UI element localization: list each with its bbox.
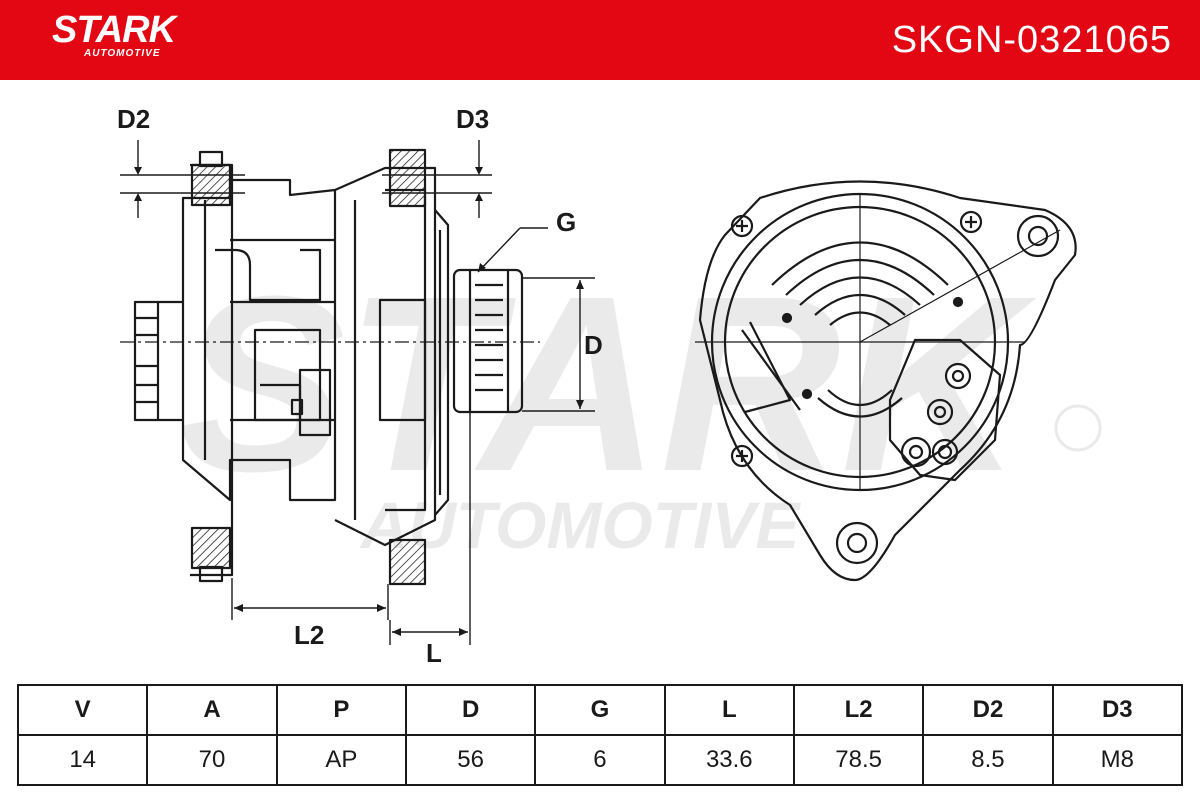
header-bar: STARK AUTOMOTIVE SKGN-0321065 (0, 0, 1200, 80)
brand-subtitle: AUTOMOTIVE (84, 48, 161, 59)
dimension-lines (120, 140, 595, 645)
alternator-drawing: STARK AUTOMOTIVE (117, 104, 1102, 668)
spec-header: D2 (922, 684, 1054, 736)
watermark-registered-icon (1054, 404, 1102, 452)
part-number: SKGN-0321065 (891, 19, 1172, 61)
spec-header: G (534, 684, 666, 736)
spec-header: L2 (792, 684, 925, 736)
label-d: D (584, 330, 603, 360)
watermark: STARK AUTOMOTIVE (179, 244, 1102, 562)
spec-header: D3 (1051, 684, 1184, 736)
label-l: L (426, 638, 442, 668)
spec-value: 8.5 (922, 734, 1054, 786)
spec-header: P (275, 684, 407, 736)
spec-value: M8 (1051, 734, 1184, 786)
watermark-brand: STARK (179, 244, 1037, 523)
brand-name: STARK (52, 9, 176, 51)
spec-value: 70 (146, 734, 278, 786)
label-l2: L2 (294, 620, 324, 650)
spec-table: V A P D G L L2 D2 D3 14 70 AP 56 6 33.6 … (16, 684, 1184, 786)
spec-value: AP (275, 734, 407, 786)
label-d3: D3 (456, 104, 489, 134)
label-g: G (556, 207, 576, 237)
spec-header: A (146, 684, 278, 736)
spec-header: V (16, 684, 149, 736)
spec-value-row: 14 70 AP 56 6 33.6 78.5 8.5 M8 (16, 734, 1184, 786)
spec-value: 56 (404, 734, 537, 786)
label-d2: D2 (117, 104, 150, 134)
spec-value: 33.6 (663, 734, 795, 786)
brand-logo: STARK AUTOMOTIVE (52, 9, 176, 59)
spec-header-row: V A P D G L L2 D2 D3 (16, 684, 1184, 736)
watermark-sub: AUTOMOTIVE (359, 488, 802, 562)
spec-value: 6 (534, 734, 666, 786)
rear-view (695, 180, 1077, 582)
side-view (120, 148, 540, 586)
spec-value: 14 (16, 734, 149, 786)
spec-header: L (663, 684, 795, 736)
spec-header: D (404, 684, 537, 736)
spec-value: 78.5 (792, 734, 925, 786)
